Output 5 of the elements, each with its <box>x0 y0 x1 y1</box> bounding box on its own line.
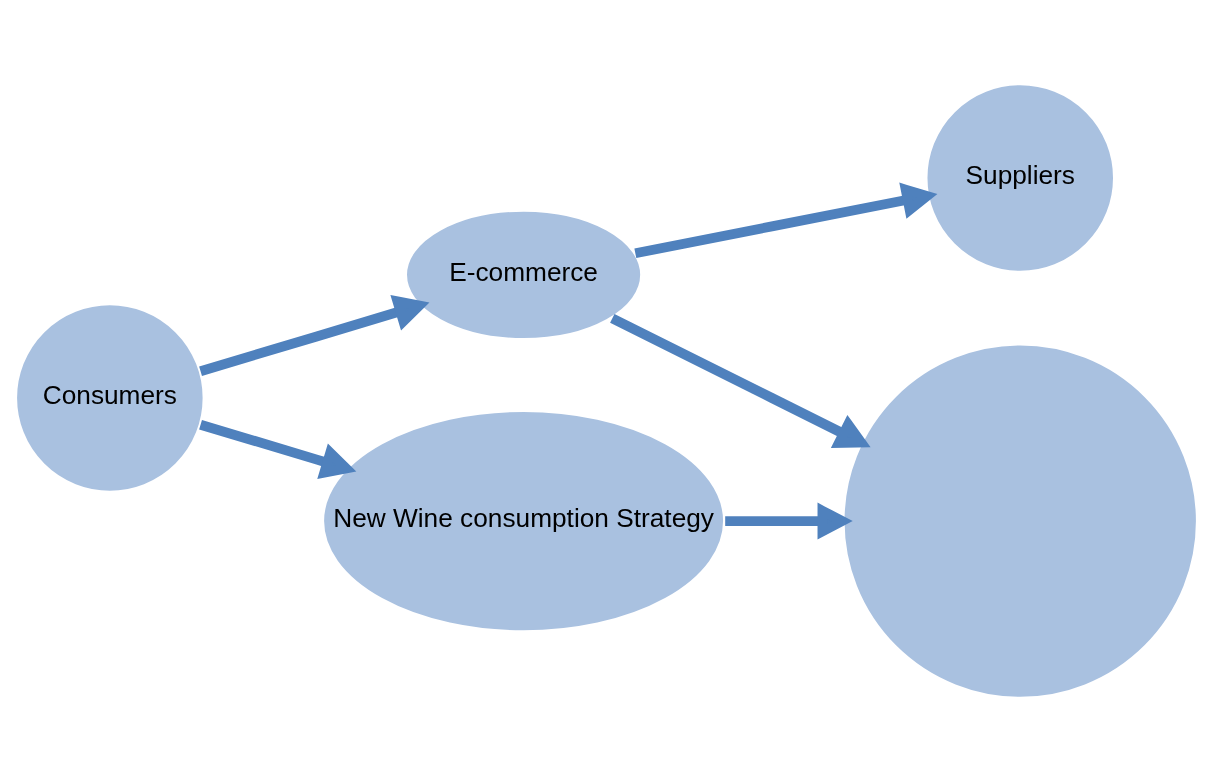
arrow <box>610 313 871 449</box>
arrow <box>199 419 357 480</box>
arrow <box>199 295 430 376</box>
arrow <box>725 502 853 540</box>
arrow <box>634 182 938 259</box>
